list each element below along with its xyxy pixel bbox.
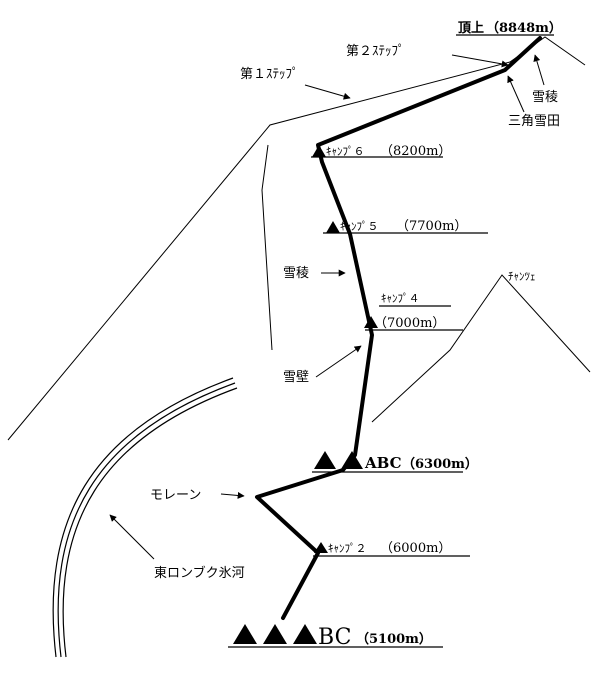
- camp5-altitude: （7700m）: [396, 219, 467, 234]
- camp4-triangle-icon: [364, 316, 378, 328]
- glacier-lines: [52, 377, 238, 658]
- camp4-altitude: （7000m）: [374, 316, 445, 331]
- moraine-label: モレーン: [150, 488, 201, 503]
- camp5-name: ｷｬﾝﾌﾟ５: [340, 220, 379, 233]
- snowfield-label: 三角雪田: [508, 114, 560, 129]
- bc-triangle-icon-1: [233, 624, 257, 644]
- abc-triangle-icon-2: [341, 451, 363, 469]
- glacier-arrow: [109, 514, 155, 560]
- ridge-upper-arrow: [533, 54, 545, 86]
- bc-name: BC: [318, 625, 351, 650]
- climbing-route: [255, 36, 542, 620]
- first-step-label: 第１ｽﾃｯﾌﾟ: [240, 67, 299, 82]
- camp-markers: [233, 145, 378, 644]
- bc-triangle-icon-2: [263, 624, 287, 644]
- bc-altitude: （5100m）: [356, 631, 432, 647]
- camp6-name: ｷｬﾝﾌﾟ６: [326, 145, 365, 158]
- snow-wall-label: 雪壁: [283, 370, 309, 385]
- glacier-label: 東ロンブク氷河: [154, 565, 245, 581]
- summit-altitude: （8848m）: [486, 20, 562, 36]
- abc-triangle-icon-1: [314, 451, 336, 469]
- camp5-triangle-icon: [326, 221, 340, 233]
- camp2-altitude: （6000m）: [380, 541, 451, 556]
- annotation-arrows: [109, 54, 545, 560]
- bc-triangle-icon-3: [293, 624, 317, 644]
- second-step-label: 第２ｽﾃｯﾌﾟ: [346, 44, 405, 59]
- north-face-outline: [7, 36, 586, 441]
- ridge-lower-label: 雪稜: [283, 266, 309, 281]
- camp2-triangle-icon: [314, 542, 328, 553]
- camp6-triangle-icon: [312, 145, 326, 157]
- moraine-arrow: [220, 491, 245, 499]
- camp4-name: ｷｬﾝﾌﾟ４: [381, 292, 420, 305]
- camp6-altitude: （8200m）: [380, 144, 451, 159]
- label-underlines: [228, 34, 554, 648]
- ridge-upper-label: 雪稜: [532, 90, 558, 105]
- second-step-arrow: [451, 54, 509, 68]
- changtse-outline: [371, 274, 591, 423]
- first-step-arrow: [304, 84, 351, 100]
- summit-label: 頂上: [458, 21, 484, 36]
- changtse-label: ﾁｬﾝﾂｪ: [508, 270, 536, 283]
- camp2-name: ｷｬﾝﾌﾟ２: [328, 542, 367, 555]
- abc-name: ABC: [364, 454, 402, 472]
- labels: 頂上 （8848m） 第２ｽﾃｯﾌﾟ 第１ｽﾃｯﾌﾟ 雪稜 三角雪田 ｷｬﾝﾌﾟ…: [150, 20, 562, 650]
- snowfield-arrow: [507, 75, 525, 113]
- mountain-outline: [7, 36, 591, 441]
- abc-altitude: （6300m）: [402, 456, 478, 472]
- snow-wall-arrow: [315, 345, 362, 378]
- north-col-ridge-line: [261, 144, 273, 351]
